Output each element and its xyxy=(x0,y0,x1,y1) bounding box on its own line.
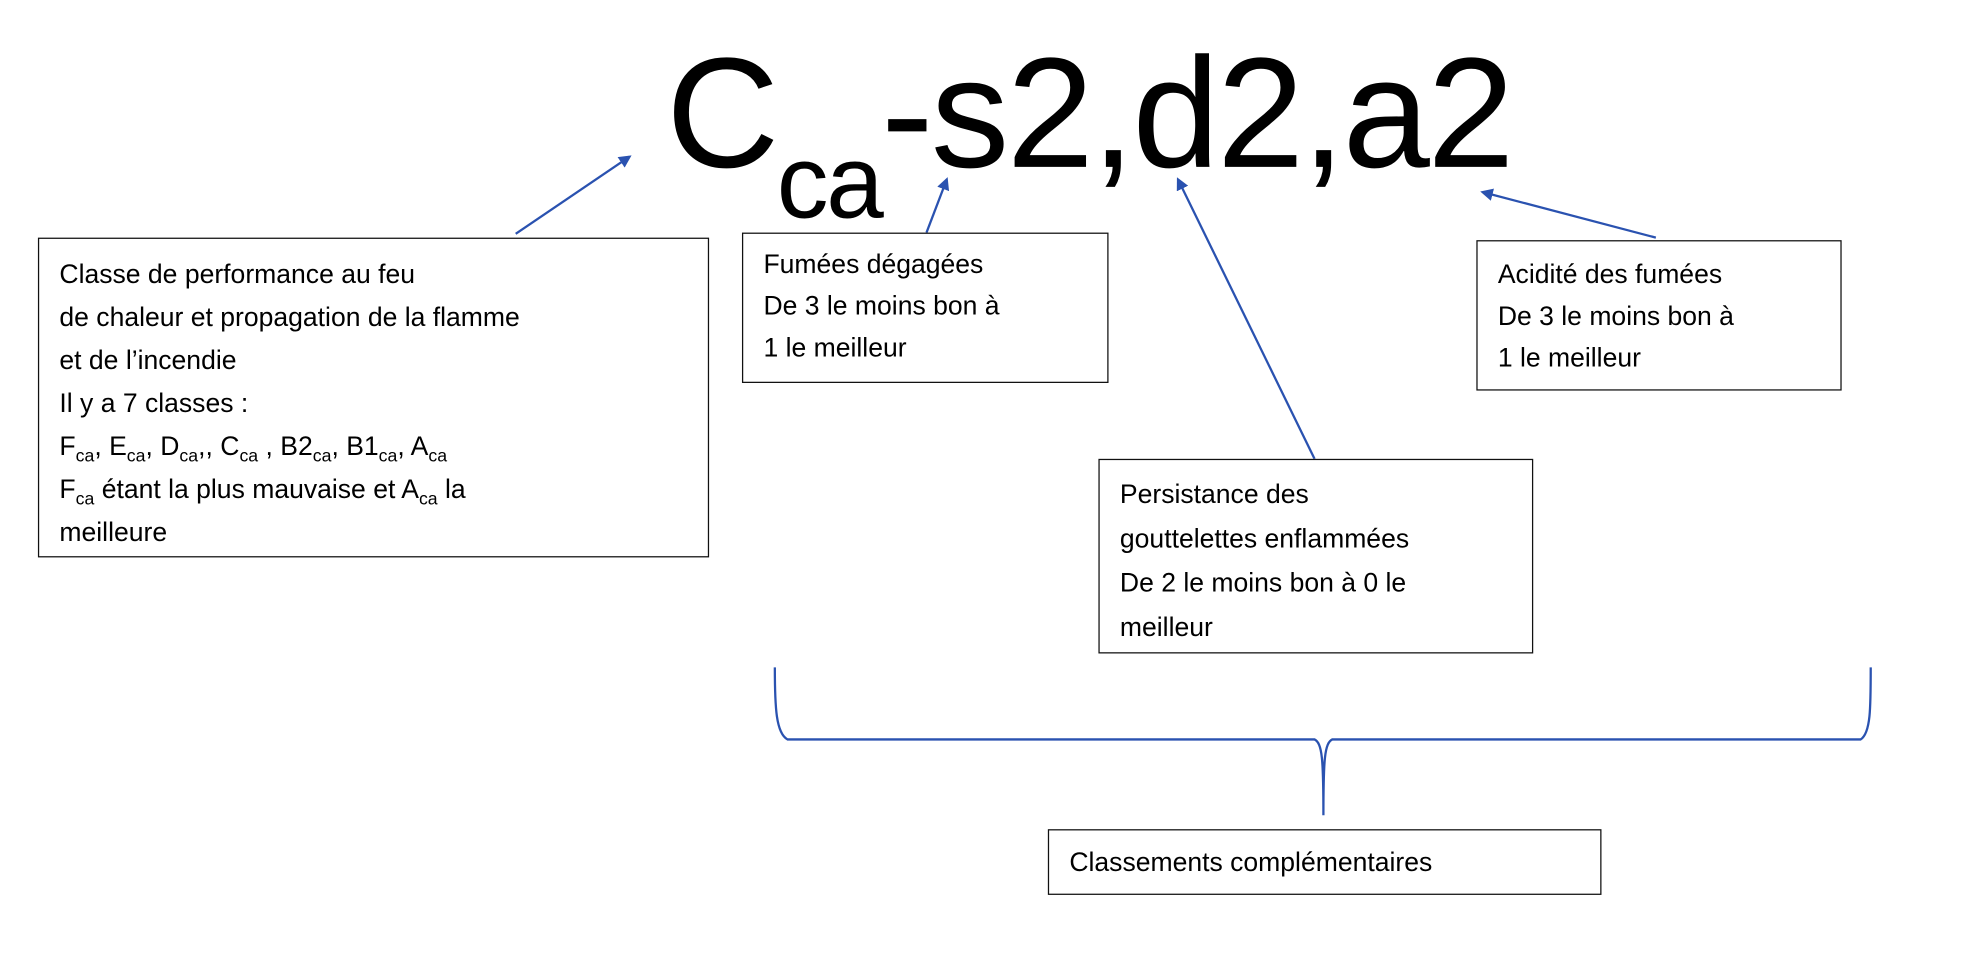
text-line: Il y a 7 classes : xyxy=(59,389,249,419)
arrow-to-smoke xyxy=(925,177,950,233)
text-line: Classements complémentaires xyxy=(1069,848,1433,878)
arrow-to-droplets xyxy=(1176,177,1316,460)
text-line: meilleure xyxy=(59,518,168,548)
code-rest: -s2,d2,a2 xyxy=(881,26,1514,201)
separator: , xyxy=(258,432,281,462)
box-complementary: Classements complémentaires xyxy=(1047,829,1602,895)
text-line: et de l’incendie xyxy=(59,346,237,376)
separator: ,, xyxy=(198,432,221,462)
text-line: De 3 le moins bon à xyxy=(1497,302,1734,332)
class-item: D xyxy=(160,432,180,462)
class-sub: ca xyxy=(179,444,199,466)
separator: , xyxy=(331,432,347,462)
code-sub: ca xyxy=(776,125,884,241)
text-line: meilleur xyxy=(1119,613,1213,643)
text-line: Classe de performance au feu xyxy=(59,260,416,290)
text-line: Persistance des xyxy=(1119,480,1309,510)
class-sub: ca xyxy=(428,444,448,466)
class-sub: ca xyxy=(378,444,398,466)
text-segment: étant la plus mauvaise et A xyxy=(94,475,419,505)
class-list: Fca, Eca, Dca,, Cca , B2ca, B1ca, Aca xyxy=(59,426,687,469)
arrow-to-acid xyxy=(1480,188,1657,239)
text-line: Fca étant la plus mauvaise et Aca la xyxy=(59,469,687,512)
box-smoke: Fumées dégagées De 3 le moins bon à 1 le… xyxy=(741,232,1109,383)
text-line: De 3 le moins bon à xyxy=(763,291,1000,322)
text-line: de chaleur et propagation de la flamme xyxy=(59,303,520,333)
class-sub: ca xyxy=(312,444,332,466)
curly-brace xyxy=(773,667,1872,816)
text-line: Acidité des fumées xyxy=(1497,260,1723,290)
class-sub: ca xyxy=(126,444,146,466)
text-line: De 2 le moins bon à 0 le xyxy=(1119,568,1407,598)
class-item: A xyxy=(410,432,429,462)
text-line: 1 le meilleur xyxy=(763,333,907,363)
class-item: C xyxy=(220,432,240,462)
classification-code: Cca-s2,d2,a2 xyxy=(666,25,1514,235)
separator: , xyxy=(145,432,161,462)
class-sub: ca xyxy=(75,487,95,509)
text-line: 1 le meilleur xyxy=(1497,343,1641,373)
box-acidity: Acidité des fumées De 3 le moins bon à 1… xyxy=(1476,240,1842,391)
separator: , xyxy=(94,432,110,462)
class-item: E xyxy=(109,432,127,462)
class-item: B2 xyxy=(280,432,313,462)
text-segment: la xyxy=(437,475,466,505)
box-fire-class: Classe de performance au feu de chaleur … xyxy=(37,237,710,558)
class-sub: ca xyxy=(418,487,438,509)
class-sub: ca xyxy=(239,444,259,466)
class-item: F xyxy=(59,432,76,462)
separator: , xyxy=(397,432,411,462)
class-item: F xyxy=(59,475,76,505)
code-main: C xyxy=(666,26,779,201)
text-line: gouttelettes enflammées xyxy=(1119,524,1410,554)
class-sub: ca xyxy=(75,444,95,466)
arrow-to-class xyxy=(515,155,632,235)
text-line: Fumées dégagées xyxy=(763,250,984,280)
box-droplets: Persistance des gouttelettes enflammées … xyxy=(1098,458,1534,654)
class-item: B1 xyxy=(346,432,379,462)
